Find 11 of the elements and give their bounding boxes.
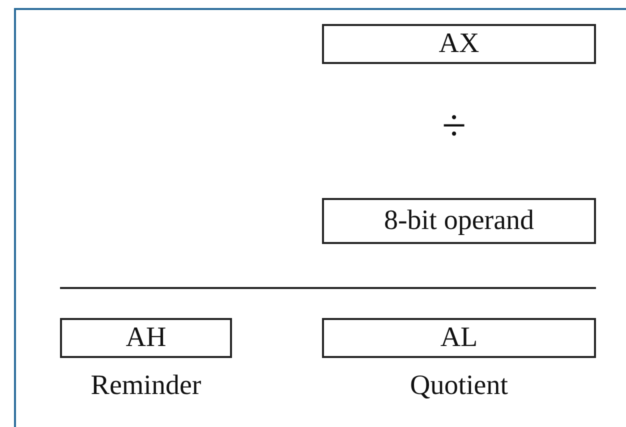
register-name: 8-bit operand	[384, 205, 534, 237]
register-box	[322, 24, 596, 64]
register-box	[60, 318, 232, 358]
register-box	[322, 318, 596, 358]
division-sign: ÷	[442, 100, 466, 151]
result-caption: Quotient	[409, 370, 509, 402]
register-name: AH	[126, 322, 166, 354]
register-box	[322, 198, 596, 244]
result-caption: Reminder	[90, 370, 202, 402]
register-name: AX	[438, 28, 480, 60]
register-name: AL	[440, 322, 478, 354]
